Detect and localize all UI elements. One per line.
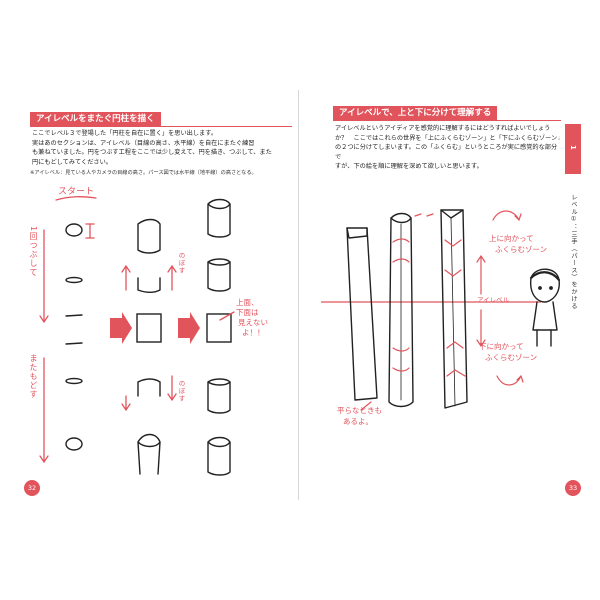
character-head <box>530 268 560 303</box>
line-sketch <box>65 342 83 345</box>
left-section-title: アイレベルをまたぐ円柱を描く <box>30 112 161 126</box>
down-arrow <box>39 229 49 324</box>
chapter-tab-label: 描き方の基本 <box>554 128 561 170</box>
circle-sketch <box>65 223 83 237</box>
cylinder-sketch <box>207 436 231 476</box>
side-caption: レベル①：三手（パース）をかける <box>570 194 577 310</box>
character-body <box>532 301 558 331</box>
right-section-rule <box>333 120 561 121</box>
start-label: スタート <box>58 187 95 197</box>
down-arrow-small <box>121 395 131 412</box>
right-body-line-3: の２つに分けてしまいます。この「ふくらむ」というところが実に感覚的な部分で <box>335 144 558 161</box>
circle-sketch <box>65 437 83 451</box>
facet-hint <box>444 269 462 277</box>
eye-level-footnote: ※アイレベル：見ている人やカメラの目線の高さ。パース図では水平線（地平線）の高さ… <box>30 170 257 176</box>
left-body-line-4: 円にもどしてみてください。 <box>32 158 112 166</box>
curve-hint <box>392 258 410 263</box>
flatten-label: 1回つぶして <box>29 226 38 278</box>
right-block-arrow <box>178 312 200 344</box>
rise-label-upper: のぼす <box>177 252 185 275</box>
left-body-line-2: 実はあのセクションは、アイレベル（目線の高さ、水平線）を自在にまたぐ練習 <box>32 139 255 147</box>
down-bracket-arrow <box>476 309 486 348</box>
right-body-line-4: すが、下の絵を順に理解を深めて欲しいと思います。 <box>335 163 483 170</box>
up-arrow <box>167 264 177 291</box>
right-page-number: 33 <box>565 480 581 496</box>
note-pointer <box>219 311 235 321</box>
rise-label-lower: のぼす <box>177 380 185 403</box>
square-sketch <box>136 313 162 343</box>
flat-pointer <box>360 401 372 411</box>
curve-hint <box>392 347 410 352</box>
right-section-title: アイレベルで、上と下に分けて理解する <box>333 106 498 120</box>
cylinder-sketch <box>207 258 231 292</box>
curve-hint <box>392 238 410 243</box>
facet-hint <box>446 341 464 349</box>
cylinder-exercise-drawing <box>39 196 235 476</box>
facet-hint <box>446 369 466 377</box>
round-pillar-sketch <box>388 212 414 408</box>
right-body-line-2: か？ ここではこれらの世界を「上にふくらむゾーン」と「下にふくらむゾーン」 <box>335 134 564 142</box>
character-legs <box>536 329 552 347</box>
left-page: アイレベルをまたぐ円柱を描く ここでレベル３で登場した「円柱を自在に置く」を思い… <box>20 90 299 500</box>
lower-zone-arrow <box>496 374 524 386</box>
flat-pillar-top <box>346 227 368 239</box>
line-sketch <box>65 314 83 317</box>
up-arrow <box>121 264 131 291</box>
flat-ellipse-sketch <box>65 276 83 284</box>
chapter-tab-number: 1 <box>569 144 577 151</box>
left-body-line-3: も兼ねていました。円をつぶす工程をここでは少し変えて、円を描き、つぶして、また <box>32 149 272 156</box>
pointer-dash <box>414 213 434 217</box>
faceted-pillar-sketch <box>440 209 468 409</box>
cylinder-sketch <box>137 433 161 475</box>
start-underline <box>55 196 97 201</box>
eye-level-label: アイレベル <box>477 296 510 304</box>
square-sketch <box>206 313 232 343</box>
curve-hint <box>392 367 410 372</box>
right-page: アイレベルで、上と下に分けて理解する アイレベルというアイディアを感覚的に理解す… <box>301 90 581 500</box>
cylinder-sketch <box>137 218 161 254</box>
right-body-text: アイレベルというアイディアを感覚的に理解するにはどうすればよいでしょう か？ こ… <box>335 124 563 172</box>
down-arrow-small <box>167 375 177 402</box>
round-pillar-top <box>390 217 412 224</box>
up-bracket-arrow <box>476 254 486 295</box>
left-page-number: 32 <box>24 480 40 496</box>
left-section-rule <box>30 126 292 127</box>
down-arrow <box>39 357 49 464</box>
right-block-arrow <box>110 312 132 344</box>
restore-label: またもどす <box>29 354 38 399</box>
flat-pillar-sketch <box>346 227 378 401</box>
flat-ellipse-sketch <box>65 377 83 385</box>
left-body-text: ここでレベル３で登場した「円柱を自在に置く」を思い出します。 実はあのセクション… <box>32 129 294 167</box>
faceted-pillar-top <box>440 209 464 219</box>
cylinder-sketch <box>137 277 161 293</box>
cylinder-sketch <box>137 378 161 397</box>
cylinder-sketch <box>207 198 231 238</box>
chapter-tab[interactable]: 1 描き方の基本 <box>554 124 581 174</box>
right-body-line-1: アイレベルというアイディアを感覚的に理解するにはどうすればよいでしょう <box>335 125 551 132</box>
facet-hint <box>444 239 462 247</box>
eye-level-pillar-drawing <box>321 209 561 411</box>
upper-zone-arrow <box>492 210 522 222</box>
left-body-line-1: ここでレベル３で登場した「円柱を自在に置く」を思い出します。 <box>32 130 218 137</box>
cylinder-sketch <box>207 378 231 414</box>
